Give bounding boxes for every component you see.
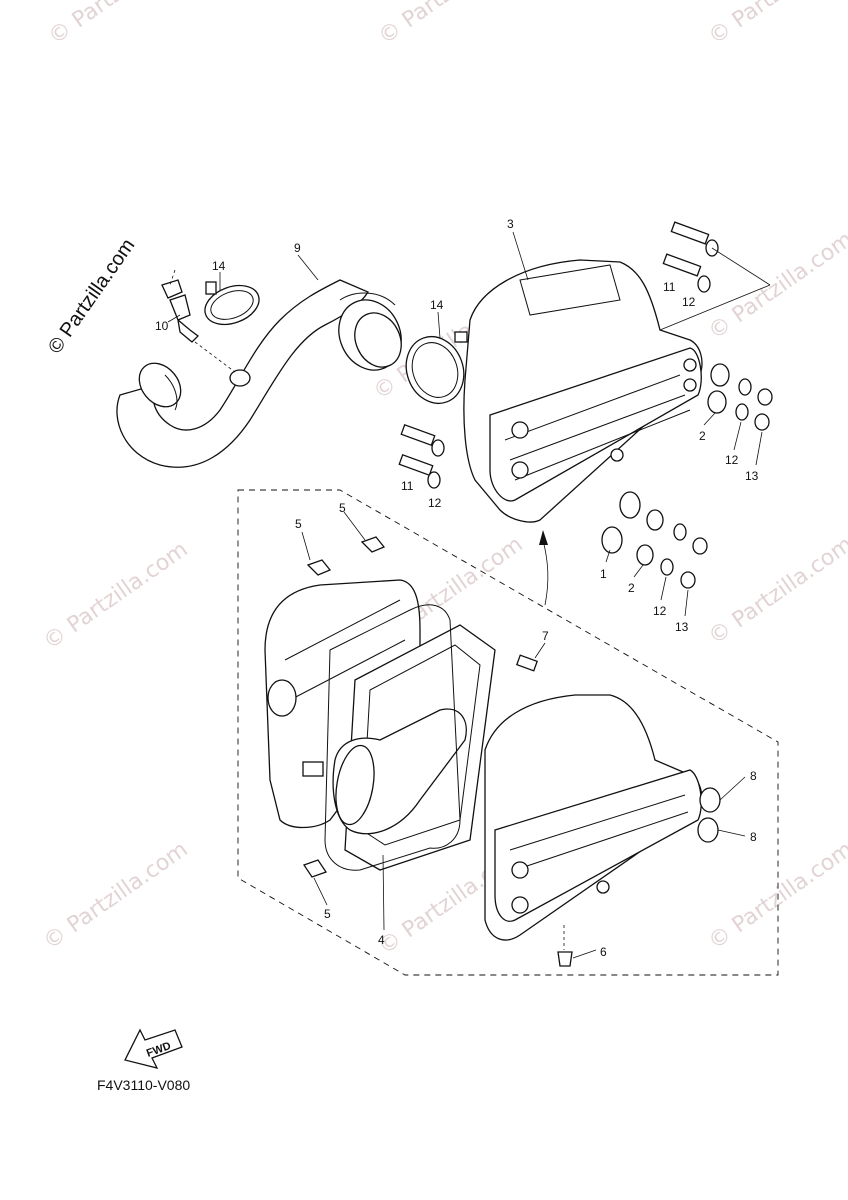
callout: 13 [675, 620, 689, 634]
watermark: © Partzilla.com [704, 227, 848, 345]
air-box-case-right [484, 694, 703, 941]
callout: 7 [542, 629, 549, 643]
callout: 11 [401, 479, 414, 493]
callout: 9 [294, 241, 301, 255]
callout: 10 [155, 319, 169, 333]
fwd-arrow-icon: FWD [124, 1028, 183, 1069]
callout: 12 [653, 604, 667, 618]
air-box-case-left [264, 579, 421, 829]
callout: 5 [339, 501, 346, 515]
callout: 5 [324, 907, 331, 921]
watermark: © Partzilla.com [374, 0, 527, 50]
callout: 11 [663, 280, 676, 294]
callout: 5 [295, 517, 302, 531]
callout: 4 [378, 933, 385, 947]
callout: 12 [725, 453, 739, 467]
clips [302, 536, 386, 878]
callout: 12 [428, 496, 442, 510]
callout: 2 [699, 429, 706, 443]
watermark: © Partzilla.com [39, 837, 192, 955]
air-filter-element [332, 624, 496, 871]
callout: 12 [682, 295, 696, 309]
callout-leaders [167, 231, 763, 959]
drain-plug [557, 925, 573, 967]
breather-fitting [161, 269, 251, 387]
callout: 14 [430, 298, 444, 312]
watermark: © Partzilla.com [704, 837, 848, 955]
callout: 1 [600, 567, 607, 581]
watermark: © Partzilla.com [39, 537, 192, 655]
watermark: © Partzilla.com [44, 0, 197, 50]
callout: 8 [750, 769, 757, 783]
screw [515, 654, 539, 672]
mount-grommets [601, 491, 708, 589]
case-seal [324, 604, 461, 871]
hose-clamp-right [405, 331, 468, 405]
callout: 2 [628, 581, 635, 595]
assembly-arrow [539, 530, 549, 606]
hose-clamp-left [204, 281, 260, 326]
side-brand-label: © Partzilla.com [44, 235, 139, 358]
intake-duct [116, 279, 402, 468]
callout: 6 [600, 945, 607, 959]
callout: 14 [212, 259, 226, 273]
dampers [697, 787, 721, 843]
callout: 8 [750, 830, 757, 844]
callout-labels: 1 2 2 3 4 5 5 5 6 7 8 8 9 10 11 11 12 12… [155, 217, 759, 959]
diagram-code: F4V3110-V080 [97, 1077, 190, 1093]
callout: 3 [507, 217, 514, 231]
exploded-view-frame [237, 489, 779, 976]
watermark: © Partzilla.com [704, 532, 848, 650]
air-box-cover [463, 259, 703, 523]
callout: 13 [745, 469, 759, 483]
upper-fasteners [398, 221, 773, 489]
watermark: © Partzilla.com [704, 0, 848, 50]
